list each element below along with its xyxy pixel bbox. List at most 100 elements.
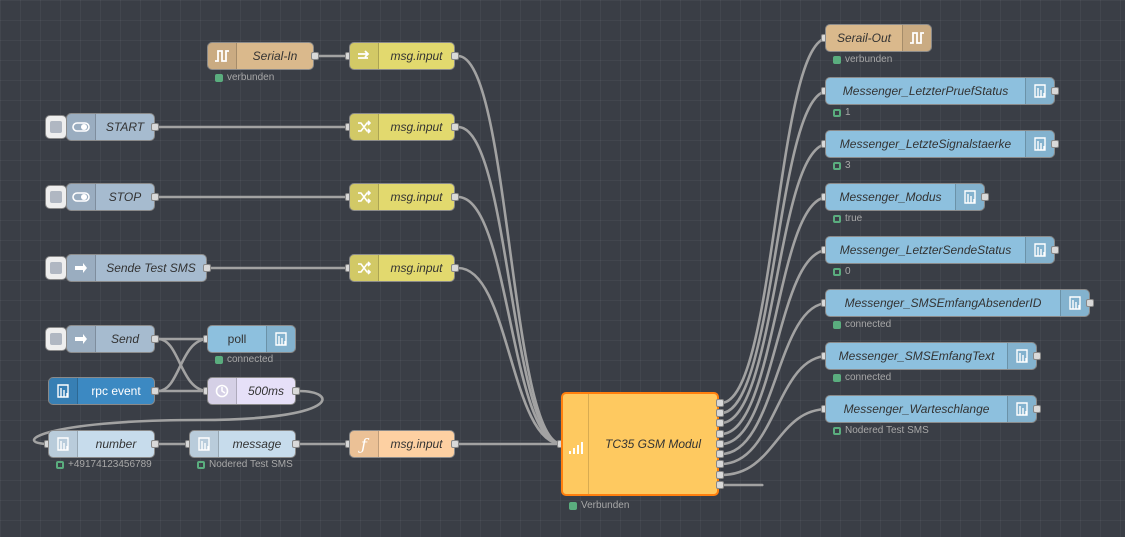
shuffle-icon <box>350 255 379 281</box>
output-port[interactable] <box>292 387 300 395</box>
output-port[interactable] <box>151 123 159 131</box>
output-port[interactable] <box>981 193 989 201</box>
output-port[interactable] <box>1051 87 1059 95</box>
dashboard-icon <box>1025 131 1054 157</box>
node-label: Messenger_Warteschlange <box>843 402 990 416</box>
function-icon: ƒ <box>350 431 379 457</box>
inject-button[interactable] <box>45 256 67 280</box>
dashboard-icon <box>49 378 78 404</box>
inject-start-node[interactable]: START <box>66 113 155 141</box>
change-icon <box>350 43 379 69</box>
gsm-module-node[interactable]: TC35 GSM Modul <box>561 392 719 496</box>
wire <box>457 125 563 446</box>
poll-node[interactable]: poll <box>207 325 296 353</box>
output-port[interactable] <box>292 440 300 448</box>
signal-icon <box>563 394 589 494</box>
output-port[interactable] <box>151 387 159 395</box>
node-label: Messenger_SMSEmfangAbsenderID <box>844 296 1042 310</box>
inject-button[interactable] <box>45 185 67 209</box>
wire <box>720 89 829 415</box>
output-port[interactable] <box>716 481 724 489</box>
messenger-text-node[interactable]: Messenger_SMSEmfangText <box>825 342 1037 370</box>
dashboard-icon <box>190 431 219 457</box>
output-port[interactable] <box>151 193 159 201</box>
node-label: Send <box>110 332 140 346</box>
node-label: Messenger_SMSEmfangText <box>838 349 995 363</box>
inject-button-face <box>50 121 62 133</box>
output-port[interactable] <box>203 264 211 272</box>
output-port[interactable] <box>1033 405 1041 413</box>
node-status: Verbunden <box>569 500 629 511</box>
node-status: 0 <box>833 266 851 277</box>
messenger-warteschlange-node[interactable]: Messenger_Warteschlange <box>825 395 1037 423</box>
node-status: true <box>833 213 862 224</box>
dashboard-icon <box>49 431 78 457</box>
output-port[interactable] <box>716 450 724 458</box>
output-port[interactable] <box>451 264 459 272</box>
output-port[interactable] <box>716 471 724 479</box>
wire <box>720 354 829 466</box>
status-indicator <box>197 460 205 469</box>
timer-icon <box>208 378 237 404</box>
output-port[interactable] <box>716 399 724 407</box>
output-port[interactable] <box>1051 140 1059 148</box>
message-node[interactable]: message <box>189 430 296 458</box>
number-node[interactable]: number <box>48 430 155 458</box>
output-port[interactable] <box>1051 246 1059 254</box>
shuffle-icon <box>350 114 379 140</box>
wire <box>720 36 829 405</box>
wire <box>720 407 829 477</box>
function-node[interactable]: ƒ msg.input <box>349 430 455 458</box>
inject-send-node[interactable]: Send <box>66 325 155 353</box>
serial-out-node[interactable]: Serail-Out <box>825 24 932 52</box>
change-node[interactable]: msg.input <box>349 42 455 70</box>
output-port[interactable] <box>451 123 459 131</box>
messenger-signalstaerke-node[interactable]: Messenger_LetzteSignalstaerke <box>825 130 1055 158</box>
output-port[interactable] <box>311 52 319 60</box>
node-label: START <box>105 120 145 134</box>
output-port[interactable] <box>716 419 724 427</box>
serial-icon <box>902 25 931 51</box>
output-port[interactable] <box>1033 352 1041 360</box>
change-node[interactable]: msg.input <box>349 254 455 282</box>
output-port[interactable] <box>716 440 724 448</box>
node-label: Sende Test SMS <box>106 261 196 275</box>
node-status: connected <box>833 319 891 330</box>
node-label: msg.input <box>390 437 443 451</box>
output-port[interactable] <box>151 440 159 448</box>
inject-test-node[interactable]: Sende Test SMS <box>66 254 207 282</box>
output-port[interactable] <box>716 460 724 468</box>
toggle-icon <box>67 184 96 210</box>
rpc-event-node[interactable]: rpc event <box>48 377 155 405</box>
node-label: Serial-In <box>252 49 298 63</box>
messenger-absender-node[interactable]: Messenger_SMSEmfangAbsenderID <box>825 289 1090 317</box>
change-node[interactable]: msg.input <box>349 113 455 141</box>
output-port[interactable] <box>151 335 159 343</box>
output-port[interactable] <box>1086 299 1094 307</box>
change-node[interactable]: msg.input <box>349 183 455 211</box>
output-port[interactable] <box>716 409 724 417</box>
dashboard-icon <box>1025 78 1054 104</box>
messenger-pruefstatus-node[interactable]: Messenger_LetzterPruefStatus <box>825 77 1055 105</box>
wire <box>720 301 829 456</box>
output-port[interactable] <box>451 440 459 448</box>
delay-node[interactable]: 500ms <box>207 377 296 405</box>
messenger-sendestatus-node[interactable]: Messenger_LetzterSendeStatus <box>825 236 1055 264</box>
node-label: Messenger_LetzteSignalstaerke <box>839 137 1012 151</box>
serial-in-node[interactable]: Serial-In <box>207 42 314 70</box>
node-status: verbunden <box>215 72 274 83</box>
inject-stop-node[interactable]: STOP <box>66 183 155 211</box>
output-port[interactable] <box>451 193 459 201</box>
dashboard-icon <box>1007 343 1036 369</box>
status-indicator <box>215 73 223 82</box>
messenger-modus-node[interactable]: Messenger_Modus <box>825 183 985 211</box>
inject-button[interactable] <box>45 115 67 139</box>
inject-button[interactable] <box>45 327 67 351</box>
status-indicator <box>833 373 841 382</box>
node-label: Serail-Out <box>836 31 892 45</box>
output-port[interactable] <box>716 430 724 438</box>
dashboard-icon <box>1060 290 1089 316</box>
output-port[interactable] <box>451 52 459 60</box>
wire <box>157 337 209 393</box>
